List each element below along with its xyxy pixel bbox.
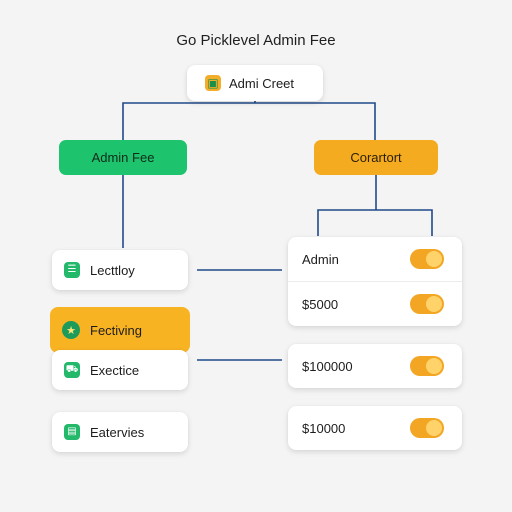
fee-row-admin: Admin	[288, 237, 462, 281]
branch-admin-fee[interactable]: Admin Fee	[59, 140, 187, 175]
root-node-label: Admi Creet	[229, 75, 295, 91]
root-node[interactable]: ▣ Admi Creet	[187, 65, 323, 101]
fee-row-10000: $10000	[288, 406, 462, 450]
car-icon: ⛟	[64, 362, 80, 378]
gift-icon: ▣	[205, 75, 221, 91]
list-item-label: Fectiving	[90, 322, 143, 338]
fee-row-5000: $5000	[288, 281, 462, 326]
list-item-exectice[interactable]: ⛟ Exectice	[52, 350, 188, 390]
list-item-label: Eatervies	[90, 424, 145, 440]
branch-corartort-label: Corartort	[350, 150, 402, 165]
connector-right-fork	[317, 209, 433, 236]
branch-corartort[interactable]: Corartort	[314, 140, 438, 175]
table-icon: ☰	[64, 262, 80, 278]
fee-group-3: $10000	[288, 406, 462, 450]
toggle-switch[interactable]	[410, 249, 444, 269]
card-icon: ▤	[64, 424, 80, 440]
list-item-label: Lecttloy	[90, 262, 135, 278]
page-title: Go Picklevel Admin Fee	[176, 32, 336, 49]
list-item-lecttloy[interactable]: ☰ Lecttloy	[52, 250, 188, 290]
fee-row-label: $100000	[302, 358, 353, 374]
connector-root-to-branches	[122, 102, 376, 140]
fee-row-label: $10000	[302, 420, 346, 436]
list-item-label: Exectice	[90, 362, 140, 378]
fee-row-100000: $100000	[288, 344, 462, 388]
fee-row-label: $5000	[302, 296, 339, 312]
star-icon: ★	[62, 321, 80, 339]
branch-admin-fee-label: Admin Fee	[91, 150, 155, 165]
list-item-eatervies[interactable]: ▤ Eatervies	[52, 412, 188, 452]
fee-group-2: $100000	[288, 344, 462, 388]
toggle-switch[interactable]	[410, 356, 444, 376]
toggle-switch[interactable]	[410, 294, 444, 314]
toggle-switch[interactable]	[410, 418, 444, 438]
toggle-knob	[426, 420, 442, 436]
toggle-knob	[426, 358, 442, 374]
toggle-knob	[426, 296, 442, 312]
fee-row-label: Admin	[302, 251, 339, 267]
fee-group-1: Admin $5000	[288, 237, 462, 326]
toggle-knob	[426, 251, 442, 267]
list-item-fectiving[interactable]: ★ Fectiving	[50, 307, 190, 353]
